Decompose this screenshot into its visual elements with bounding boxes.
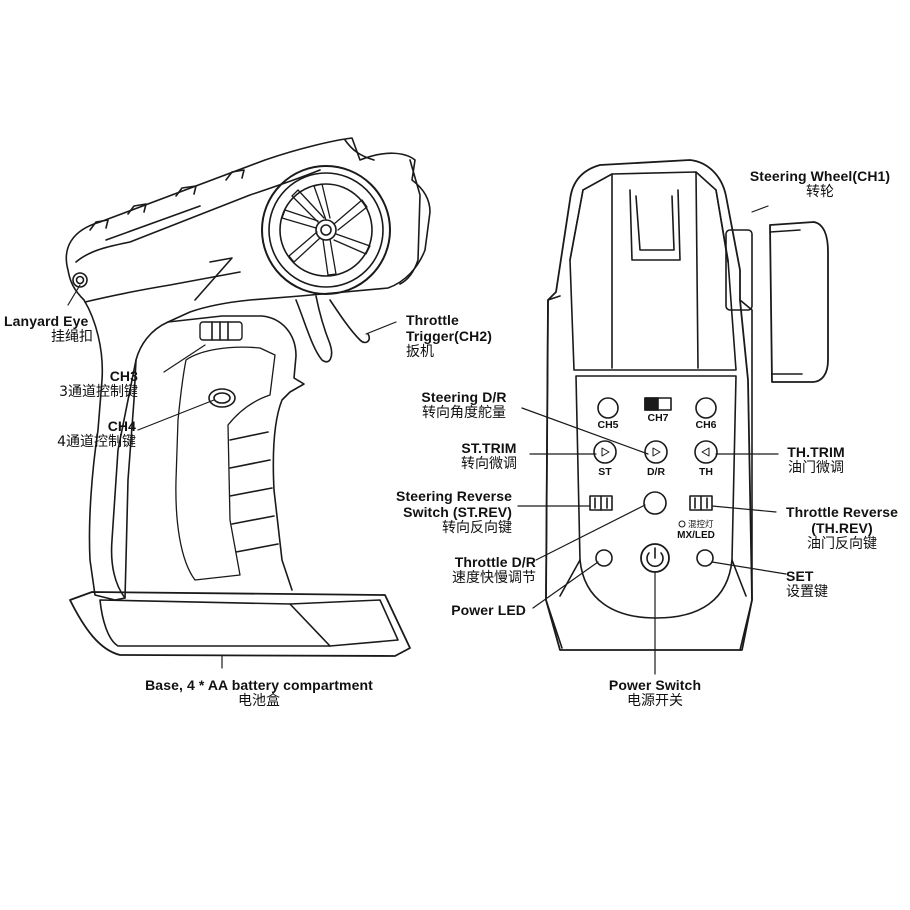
lanyard-eye-en: Lanyard Eye bbox=[4, 313, 89, 329]
power-led-en: Power LED bbox=[451, 602, 526, 618]
th-trim-label: TH.TRIM 油门微调 bbox=[776, 444, 856, 476]
throttle-dr-en: Throttle D/R bbox=[454, 554, 536, 570]
throttle-reverse-en2: (TH.REV) bbox=[811, 520, 873, 537]
steering-reverse-label: Steering Reverse Switch (ST.REV) 转向反向键 bbox=[396, 488, 512, 536]
panel-ch5: CH5 bbox=[597, 419, 619, 431]
set-zh: 设置键 bbox=[786, 584, 828, 601]
steering-dr-label: Steering D/R 转向角度舵量 bbox=[402, 389, 526, 421]
throttle-trigger-en1: Throttle bbox=[406, 312, 459, 328]
leader-lines bbox=[67, 205, 787, 675]
throttle-reverse-en1: Throttle Reverse bbox=[785, 504, 899, 520]
base-label: Base, 4 * AA battery compartment 电池盒 bbox=[104, 677, 414, 709]
panel-th: TH bbox=[699, 466, 713, 478]
base-zh: 电池盒 bbox=[238, 693, 280, 710]
ch3-zh: 3通道控制键 bbox=[59, 384, 138, 401]
throttle-reverse-label: Throttle Reverse (TH.REV) 油门反向键 bbox=[774, 504, 910, 552]
panel-mix-zh: 混控灯 bbox=[688, 520, 714, 530]
power-switch-en: Power Switch bbox=[608, 677, 702, 693]
set-label: SET 设置键 bbox=[786, 568, 828, 600]
throttle-dr-zh: 速度快慢调节 bbox=[452, 570, 536, 587]
ch4-zh: 4通道控制键 bbox=[57, 434, 136, 451]
set-en: SET bbox=[786, 568, 814, 584]
throttle-trigger-en2: Trigger(CH2) bbox=[406, 328, 492, 345]
power-led-label: Power LED bbox=[451, 602, 526, 618]
panel-ch7: CH7 bbox=[647, 412, 669, 424]
st-trim-label: ST.TRIM 转向微调 bbox=[448, 440, 530, 472]
panel-ch6: CH6 bbox=[695, 419, 717, 431]
power-switch-zh: 电源开关 bbox=[627, 693, 683, 710]
lanyard-eye-zh: 挂绳扣 bbox=[51, 329, 93, 346]
th-trim-en: TH.TRIM bbox=[787, 444, 845, 460]
base-en: Base, 4 * AA battery compartment bbox=[145, 677, 373, 693]
steering-wheel-label: Steering Wheel(CH1) 转轮 bbox=[732, 168, 908, 200]
st-trim-en: ST.TRIM bbox=[461, 440, 517, 456]
panel-st: ST bbox=[598, 466, 612, 478]
steering-dr-en: Steering D/R bbox=[421, 389, 507, 405]
steering-reverse-en2: Switch (ST.REV) bbox=[403, 504, 512, 521]
side-view bbox=[65, 137, 431, 657]
ch3-en: CH3 bbox=[109, 368, 138, 384]
throttle-trigger-label: Throttle Trigger(CH2) 扳机 bbox=[406, 312, 492, 360]
steering-dr-zh: 转向角度舵量 bbox=[422, 405, 506, 422]
steering-wheel-zh: 转轮 bbox=[806, 184, 834, 201]
power-switch-label: Power Switch 电源开关 bbox=[590, 677, 720, 709]
ch4-label: CH4 4通道控制键 bbox=[57, 418, 136, 450]
th-trim-zh: 油门微调 bbox=[788, 460, 844, 477]
panel-dr: D/R bbox=[646, 466, 666, 478]
front-view bbox=[545, 159, 829, 651]
panel-mix-en: MX/LED bbox=[677, 530, 715, 541]
lanyard-eye-label: Lanyard Eye 挂绳扣 bbox=[4, 313, 93, 345]
ch3-label: CH3 3通道控制键 bbox=[59, 368, 138, 400]
steering-reverse-zh: 转向反向键 bbox=[442, 520, 512, 537]
throttle-dr-label: Throttle D/R 速度快慢调节 bbox=[452, 554, 536, 586]
steering-wheel-en: Steering Wheel(CH1) bbox=[749, 168, 891, 184]
ch4-en: CH4 bbox=[107, 418, 136, 434]
st-trim-zh: 转向微调 bbox=[461, 456, 517, 473]
throttle-reverse-zh: 油门反向键 bbox=[807, 536, 877, 553]
steering-reverse-en1: Steering Reverse bbox=[396, 488, 512, 504]
throttle-trigger-zh: 扳机 bbox=[406, 344, 434, 361]
